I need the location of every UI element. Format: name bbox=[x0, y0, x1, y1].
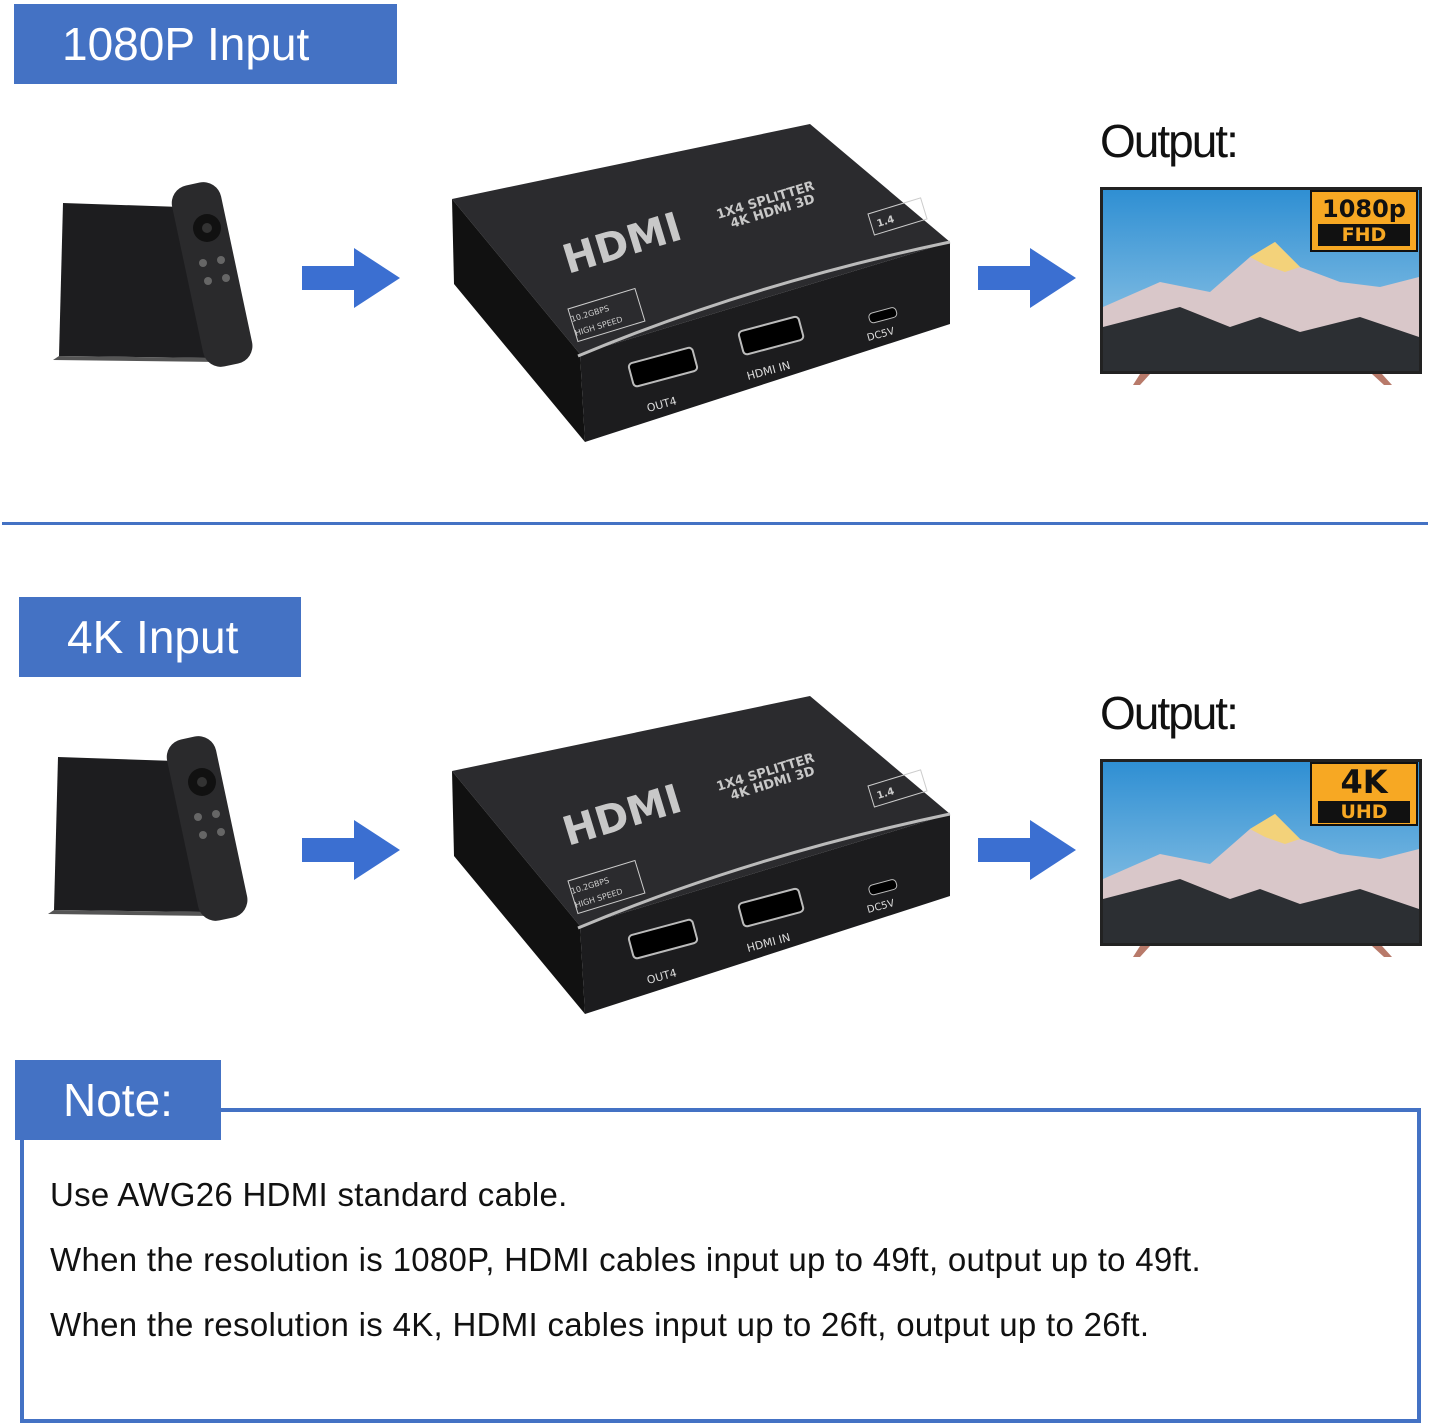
hdmi-splitter-image: HDMI 1X4 SPLITTER 4K HDMI 3D 1.4 10.2GBP… bbox=[452, 696, 951, 1014]
hdmi-splitter-image: HDMI 1X4 SPLITTER 4K HDMI 3D 1.4 10.2GBP… bbox=[452, 124, 951, 442]
arrow-right-icon bbox=[978, 820, 1076, 880]
badge-format: FHD bbox=[1318, 223, 1410, 246]
section-divider bbox=[2, 522, 1428, 525]
resolution-badge: 4K UHD bbox=[1310, 762, 1418, 826]
arrow-right-icon bbox=[302, 248, 400, 308]
device-text-ver: 1.4 bbox=[876, 786, 896, 802]
output-label: Output: bbox=[1100, 687, 1239, 739]
badge-format: UHD bbox=[1318, 800, 1410, 823]
note-title: Note: bbox=[15, 1060, 221, 1140]
badge-resolution: 1080p bbox=[1322, 194, 1406, 223]
badge-resolution: 4K bbox=[1340, 762, 1388, 801]
device-text-ver: 1.4 bbox=[876, 214, 896, 230]
output-label: Output: bbox=[1100, 115, 1239, 167]
arrow-right-icon bbox=[302, 820, 400, 880]
streaming-box-with-remote-icon bbox=[48, 736, 248, 921]
note-box bbox=[20, 1108, 1421, 1423]
streaming-box-with-remote-icon bbox=[53, 182, 253, 367]
note-line: When the resolution is 1080P, HDMI cable… bbox=[50, 1241, 1201, 1278]
note-line: When the resolution is 4K, HDMI cables i… bbox=[50, 1306, 1150, 1343]
arrow-right-icon bbox=[978, 248, 1076, 308]
input-label: 4K Input bbox=[19, 597, 301, 677]
input-label: 1080P Input bbox=[14, 4, 397, 84]
resolution-badge: 1080p FHD bbox=[1310, 190, 1418, 252]
note-line: Use AWG26 HDMI standard cable. bbox=[50, 1176, 568, 1213]
